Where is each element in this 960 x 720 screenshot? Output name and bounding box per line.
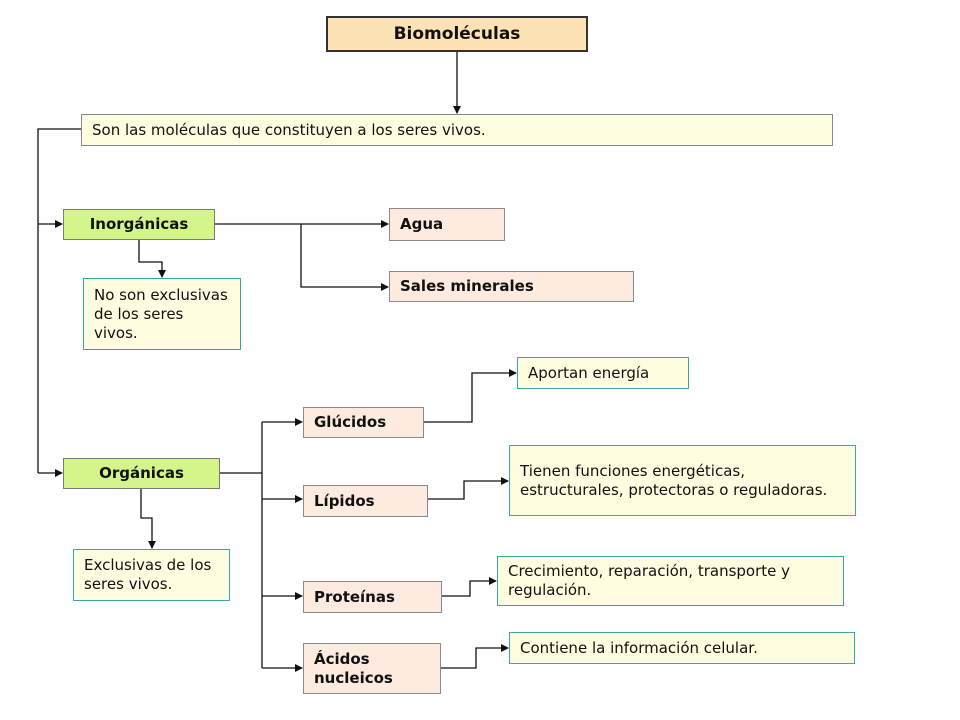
root-node: Biomoléculas — [326, 16, 588, 52]
lipidos-desc-text: Tienen funciones energéticas, estructura… — [520, 461, 828, 499]
glucidos-desc: Aportan energía — [517, 357, 689, 389]
inorganicas-note: No son exclusivas de los seres vivos. — [83, 278, 241, 350]
glucidos-desc-text: Aportan energía — [528, 363, 650, 382]
glucidos-label: Glúcidos — [314, 413, 387, 431]
inorganicas-label: Inorgánicas — [89, 215, 189, 233]
acidos-nucleicos-desc-text: Contiene la información celular. — [520, 638, 758, 657]
organicas-node: Orgánicas — [63, 458, 220, 489]
agua-node: Agua — [389, 208, 505, 241]
proteinas-node: Proteínas — [303, 581, 442, 613]
proteinas-label: Proteínas — [314, 587, 395, 606]
sales-minerales-node: Sales minerales — [389, 271, 634, 302]
inorganicas-node: Inorgánicas — [63, 209, 215, 240]
sales-minerales-label: Sales minerales — [400, 277, 534, 295]
definition-node: Son las moléculas que constituyen a los … — [81, 114, 833, 146]
proteinas-desc-text: Crecimiento, reparación, transporte y re… — [508, 562, 791, 599]
lipidos-label: Lípidos — [314, 491, 375, 510]
lipidos-node: Lípidos — [303, 485, 428, 517]
root-label: Biomoléculas — [393, 23, 521, 44]
organicas-note: Exclusivas de los seres vivos. — [73, 549, 230, 601]
lipidos-desc: Tienen funciones energéticas, estructura… — [509, 445, 856, 516]
acidos-nucleicos-label: Ácidos nucleicos — [314, 649, 393, 687]
proteinas-desc: Crecimiento, reparación, transporte y re… — [497, 556, 844, 606]
definition-text: Son las moléculas que constituyen a los … — [92, 120, 486, 139]
glucidos-node: Glúcidos — [303, 407, 424, 438]
inorganicas-note-text: No son exclusivas de los seres vivos. — [94, 285, 228, 342]
agua-label: Agua — [400, 215, 444, 233]
organicas-note-text: Exclusivas de los seres vivos. — [84, 556, 212, 593]
acidos-nucleicos-node: Ácidos nucleicos — [303, 643, 441, 694]
organicas-label: Orgánicas — [99, 464, 184, 482]
acidos-nucleicos-desc: Contiene la información celular. — [509, 632, 855, 664]
